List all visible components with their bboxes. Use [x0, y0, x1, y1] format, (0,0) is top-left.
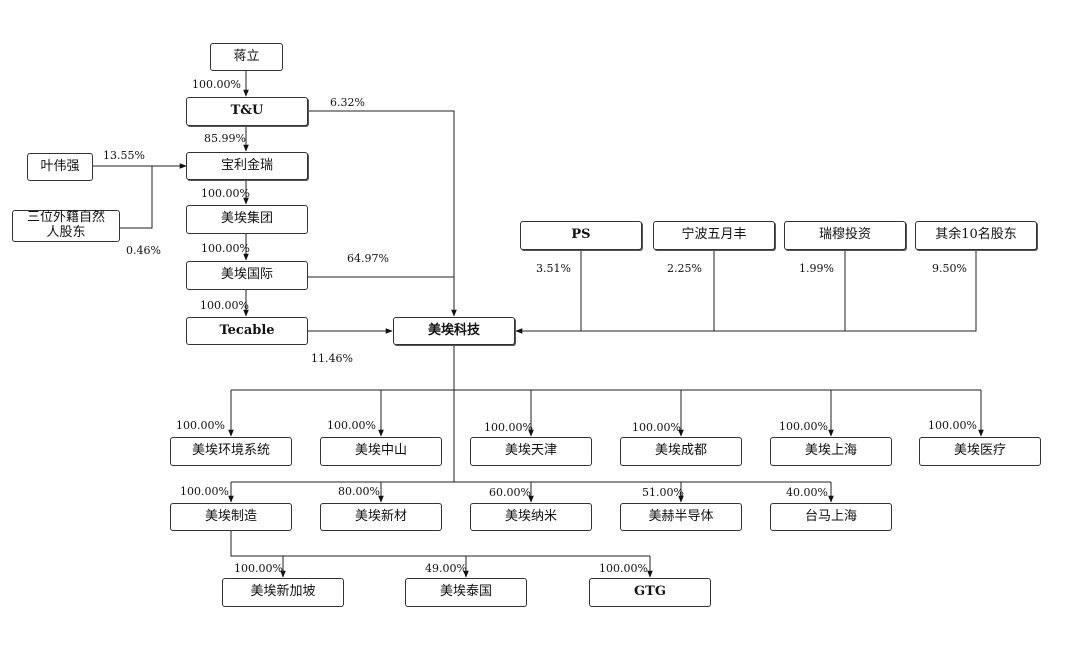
node-zhongshan: 美埃中山 — [320, 437, 442, 466]
node-thailand: 美埃泰国 — [405, 578, 527, 607]
node-baoli: 宝利金瑞 — [186, 152, 308, 180]
node-ningbo: 宁波五月丰 — [653, 221, 775, 250]
pct-baoli-group: 100.00% — [201, 187, 250, 200]
node-ps: PS — [520, 221, 642, 250]
node-env: 美埃环境系统 — [170, 437, 292, 466]
node-meiai-group: 美埃集团 — [186, 205, 308, 234]
node-chengdu: 美埃成都 — [620, 437, 742, 466]
node-three-foreign: 三位外籍自然人股东 — [12, 210, 120, 242]
pct-newmat: 80.00% — [338, 485, 380, 498]
node-others: 其余10名股东 — [915, 221, 1037, 250]
pct-nano: 60.00% — [489, 486, 531, 499]
node-semi: 美赫半导体 — [620, 503, 742, 531]
pct-thailand: 49.00% — [425, 562, 467, 575]
node-manufacture: 美埃制造 — [170, 503, 292, 531]
node-tu: T&U — [186, 97, 308, 126]
pct-jiangli-tu: 100.00% — [192, 78, 241, 91]
pct-zhongshan: 100.00% — [327, 419, 376, 432]
pct-shanghai: 100.00% — [779, 420, 828, 433]
node-tianjin: 美埃天津 — [470, 437, 592, 466]
pct-others: 9.50% — [932, 262, 967, 275]
node-tecable: Tecable — [186, 317, 308, 345]
node-gtg: GTG — [589, 578, 711, 607]
pct-tianjin: 100.00% — [484, 421, 533, 434]
pct-ningbo: 2.25% — [667, 262, 702, 275]
pct-gtg: 100.00% — [599, 562, 648, 575]
pct-semi: 51.00% — [642, 486, 684, 499]
node-meiai-tech: 美埃科技 — [393, 317, 515, 345]
pct-group-intl: 100.00% — [201, 242, 250, 255]
pct-singapore: 100.00% — [234, 562, 283, 575]
pct-env: 100.00% — [176, 419, 225, 432]
pct-ruihe: 1.99% — [799, 262, 834, 275]
node-yeweiqiang: 叶伟强 — [27, 153, 93, 181]
node-shanghai: 美埃上海 — [770, 437, 892, 466]
node-nano: 美埃纳米 — [470, 503, 592, 531]
node-ruihe: 瑞穆投资 — [784, 221, 906, 250]
pct-medical: 100.00% — [928, 419, 977, 432]
pct-taima: 40.00% — [786, 486, 828, 499]
pct-tecable-tech: 11.46% — [311, 352, 353, 365]
pct-ye-baoli: 13.55% — [103, 149, 145, 162]
node-taima: 台马上海 — [770, 503, 892, 531]
pct-tu-tech: 6.32% — [330, 96, 365, 109]
pct-chengdu: 100.00% — [632, 421, 681, 434]
pct-ps: 3.51% — [536, 262, 571, 275]
pct-three-baoli: 0.46% — [126, 244, 161, 257]
pct-manufacture: 100.00% — [180, 485, 229, 498]
pct-intl-tecable: 100.00% — [200, 299, 249, 312]
node-newmat: 美埃新材 — [320, 503, 442, 531]
node-meiai-intl: 美埃国际 — [186, 261, 308, 290]
pct-intl-tech: 64.97% — [347, 252, 389, 265]
pct-tu-baoli: 85.99% — [204, 132, 246, 145]
node-medical: 美埃医疗 — [919, 437, 1041, 466]
node-singapore: 美埃新加坡 — [222, 578, 344, 607]
node-jiangli: 蒋立 — [210, 43, 283, 71]
